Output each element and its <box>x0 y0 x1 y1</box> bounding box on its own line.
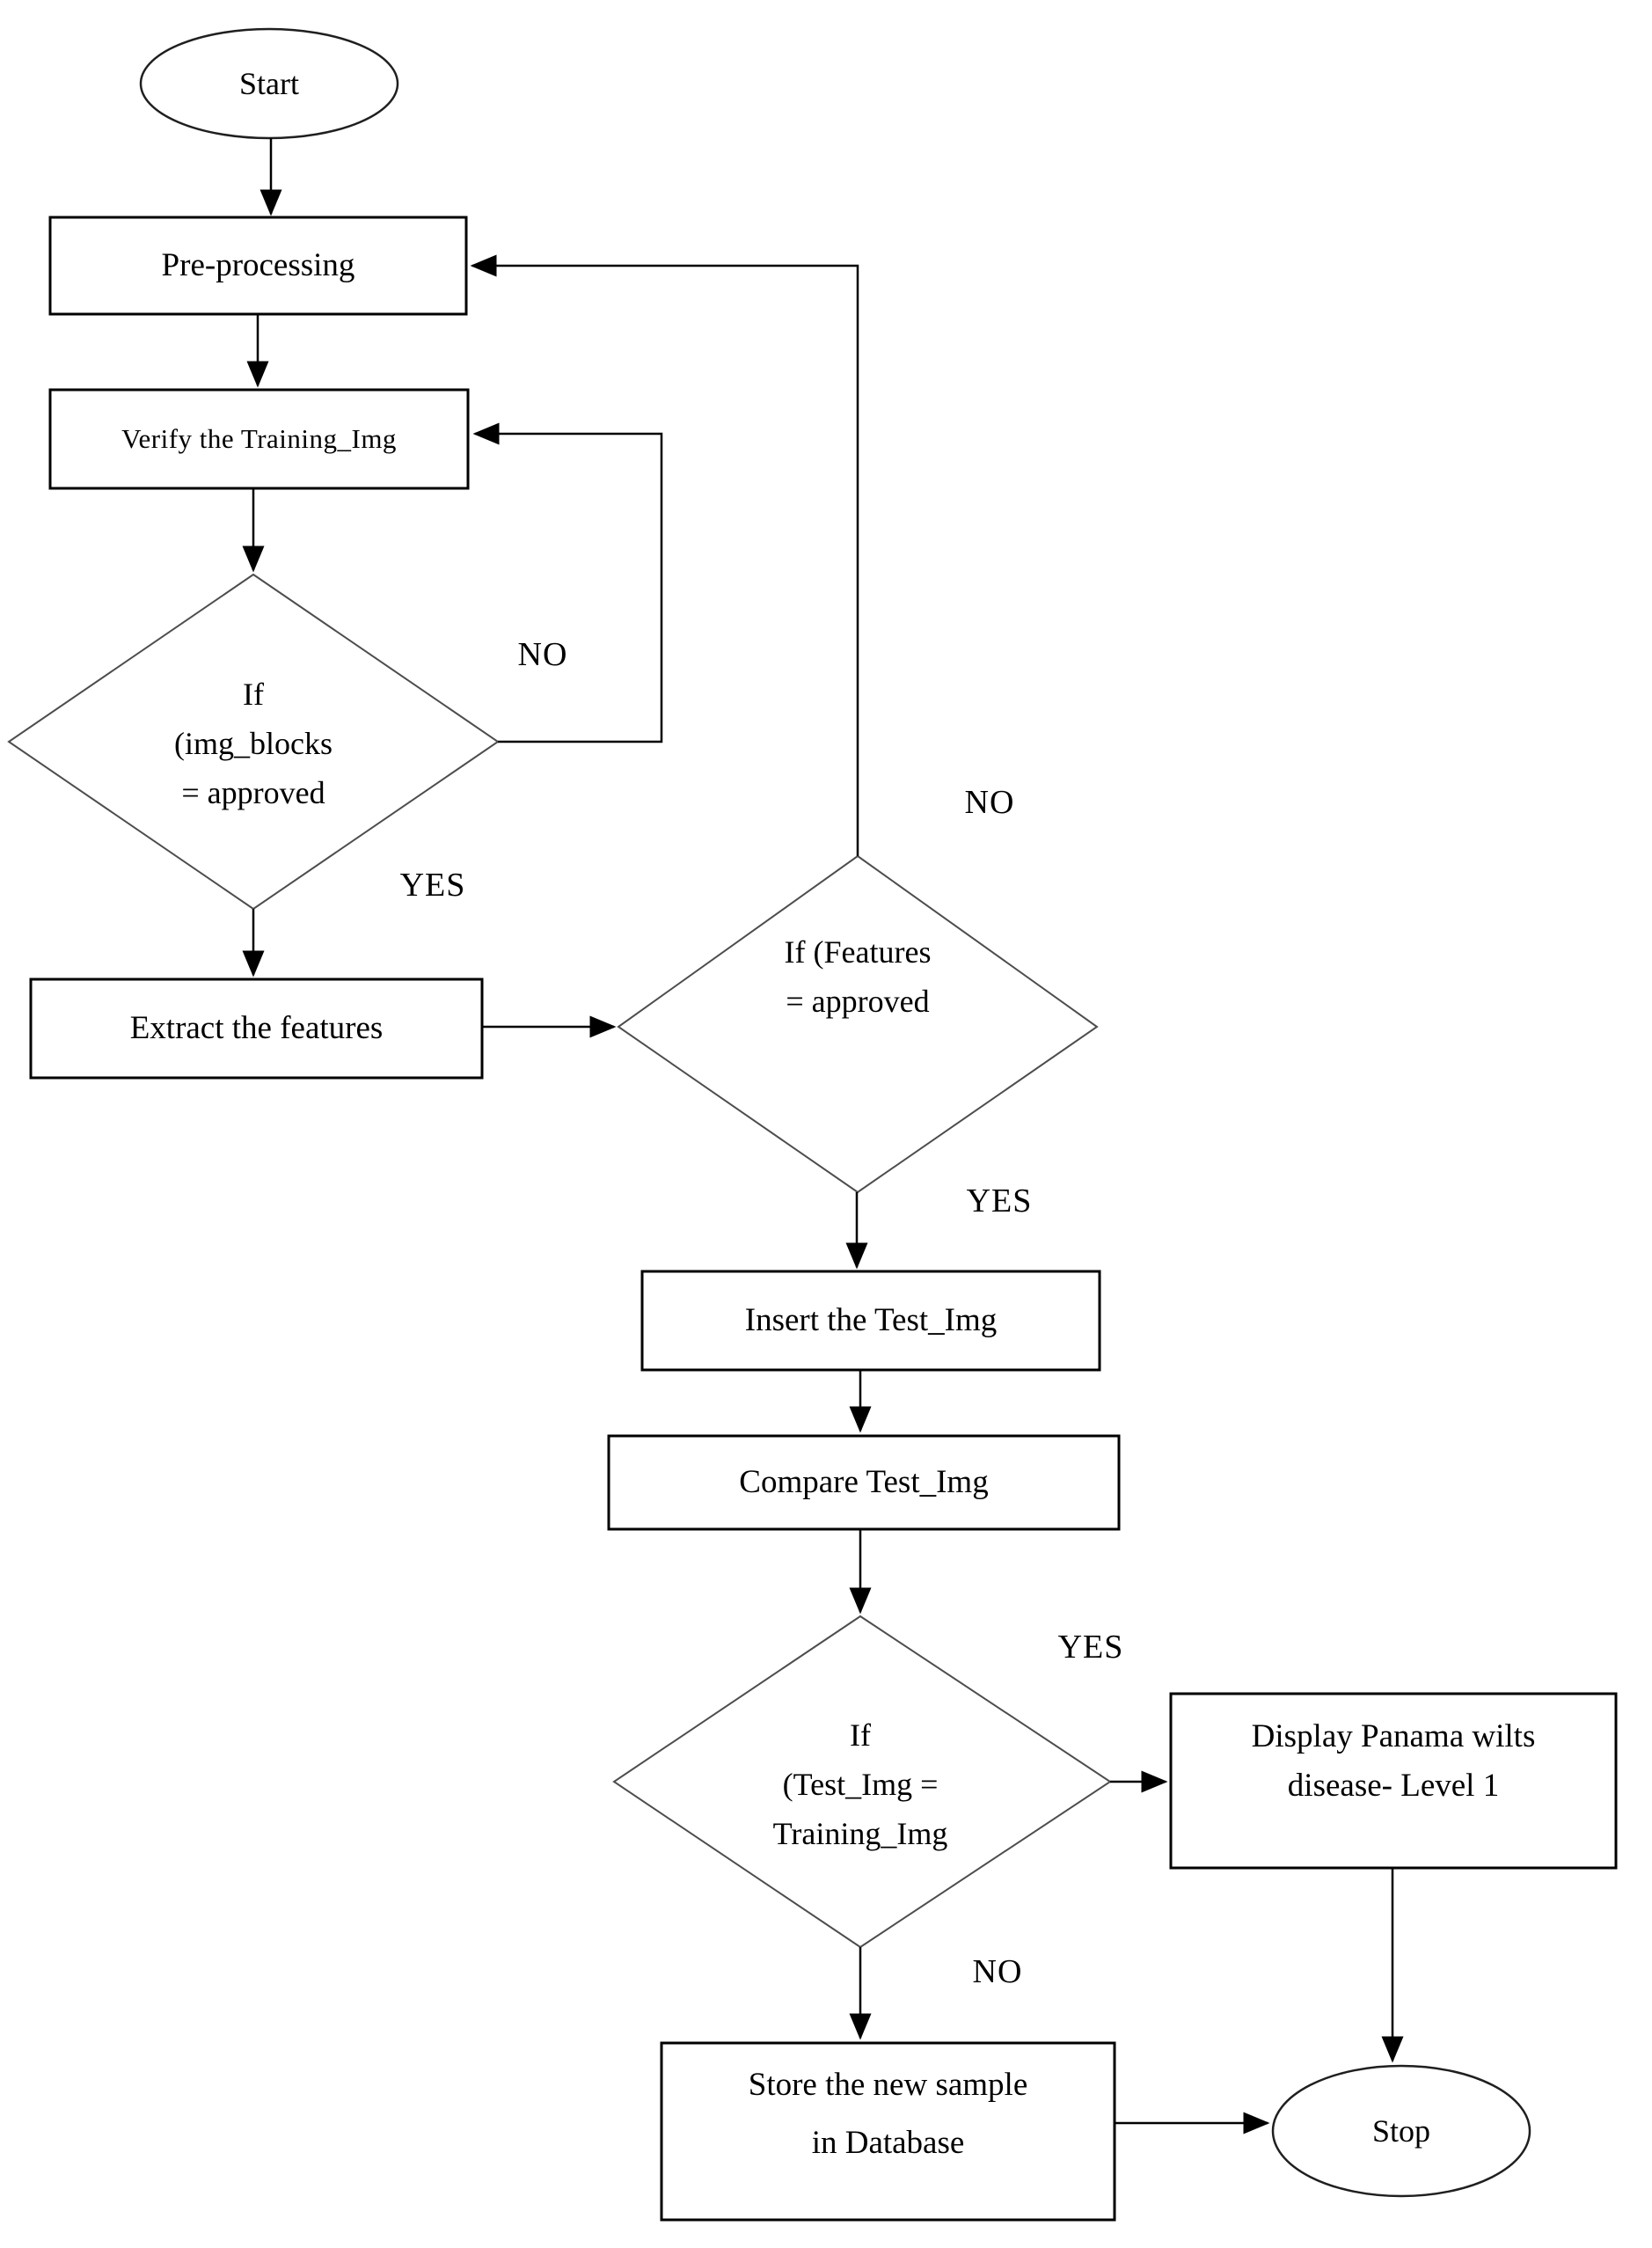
stop-terminator-shape <box>1271 2064 1531 2198</box>
store-sample-box <box>660 2041 1116 2222</box>
insert-test-img-box <box>640 1270 1101 1372</box>
if-test-img-diamond <box>612 1615 1112 1949</box>
display-disease-box <box>1169 1692 1618 1870</box>
extract-features-box <box>29 978 484 1080</box>
start-terminator-shape <box>139 27 399 140</box>
arrow-if-features-no-loop-to-preprocessing <box>470 254 859 856</box>
preprocessing-box <box>48 216 468 316</box>
arrow-if-img-blocks-no-loop-to-verify <box>472 422 663 743</box>
compare-test-img-box <box>607 1434 1121 1531</box>
verify-training-img-box <box>48 388 470 490</box>
if-features-diamond <box>617 854 1099 1194</box>
if-img-blocks-diamond <box>7 573 500 911</box>
